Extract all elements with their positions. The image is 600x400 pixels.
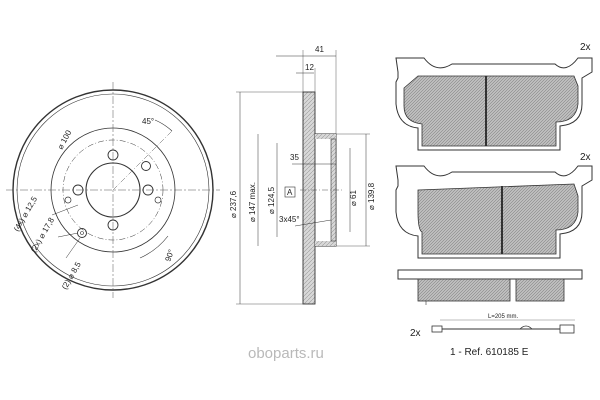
dim-35: 35 bbox=[290, 153, 299, 162]
dim-139: ⌀ 139,8 bbox=[367, 182, 376, 210]
dim-147: ⌀ 147 max. bbox=[248, 182, 257, 222]
sensor-length: L=205 mm. bbox=[488, 314, 519, 320]
locating-hole bbox=[154, 196, 162, 204]
dim-angle-45: 45° bbox=[142, 117, 154, 126]
dim-hole-2: (2) ⌀ 8,5 bbox=[60, 260, 83, 291]
dim-41: 41 bbox=[315, 45, 324, 54]
disc-section-view: A 41 12 35 ⌀ 237,6 ⌀ 147 max. ⌀ 124,5 ⌀ … bbox=[229, 45, 376, 305]
dim-12: 12 bbox=[305, 63, 314, 72]
dim-angle-90: 90° bbox=[163, 248, 176, 262]
pad-qty-bottom: 2x bbox=[580, 152, 591, 163]
dim-hole-2x: (2x) ⌀ 17,8 bbox=[29, 216, 56, 254]
bolt-hole bbox=[142, 184, 154, 196]
datum-a: A bbox=[287, 188, 293, 197]
dim-chamfer: 3x45° bbox=[279, 215, 300, 224]
pad-side-profile bbox=[397, 269, 583, 305]
wear-sensor: L=205 mm. 2x bbox=[410, 314, 575, 339]
bolt-hole bbox=[107, 219, 119, 231]
bolt-hole bbox=[72, 184, 84, 196]
locating-hole bbox=[64, 196, 72, 204]
reference-label: 1 - Ref. 610185 E bbox=[450, 347, 529, 358]
brake-pad-bottom: 2x bbox=[395, 152, 593, 259]
bolt-hole bbox=[107, 149, 119, 161]
pad-qty-top: 2x bbox=[580, 42, 591, 53]
brake-pad-top: 2x bbox=[395, 42, 593, 151]
dim-124: ⌀ 124,5 bbox=[267, 186, 276, 214]
locating-hole bbox=[77, 228, 87, 238]
watermark: oboparts.ru bbox=[248, 345, 324, 362]
datum-a-box bbox=[284, 186, 296, 198]
dim-pcd: ⌀ 100 bbox=[56, 128, 74, 151]
dim-237: ⌀ 237,6 bbox=[229, 190, 238, 218]
disc-front-view: 45° ⌀ 100 (4x) ⌀ 12,5 (2x) ⌀ 17,8 (2) ⌀ … bbox=[6, 82, 220, 298]
dim-61: ⌀ 61 bbox=[349, 190, 358, 206]
locating-hole bbox=[141, 161, 151, 171]
sensor-qty: 2x bbox=[410, 328, 421, 339]
